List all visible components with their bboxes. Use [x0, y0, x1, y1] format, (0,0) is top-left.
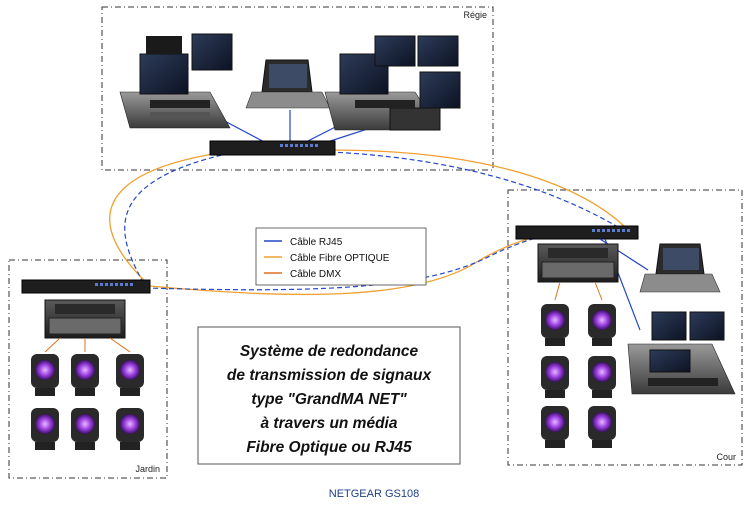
jardin-fixtures — [31, 354, 144, 450]
title-box: Système de redondance de transmission de… — [197, 326, 461, 465]
switch-model-caption: NETGEAR GS108 — [329, 488, 419, 500]
fiber-cable-regie-cour — [329, 149, 631, 233]
title-line-3: type "GrandMA NET" — [251, 391, 407, 408]
network-node-rack-icon — [44, 299, 126, 339]
network-node-rack-icon — [537, 243, 619, 283]
title-line-5: Fibre Optique ou RJ45 — [246, 439, 412, 456]
zone-cour: Cour — [507, 189, 743, 466]
network-switch-icon — [21, 279, 151, 294]
lighting-console-icon — [627, 311, 736, 395]
moving-head-fixture-icon — [541, 406, 569, 448]
zone-jardin-label: Jardin — [135, 464, 160, 474]
legend-item-fiber: Câble Fibre OPTIQUE — [264, 253, 390, 264]
moving-head-fixture-icon — [541, 304, 569, 346]
moving-head-fixture-icon — [116, 354, 144, 396]
legend-label-dmx: Câble DMX — [290, 269, 341, 280]
legend: Câble RJ45 Câble Fibre OPTIQUE Câble DMX — [255, 227, 427, 286]
rj45-cable-regie-jardin — [124, 149, 246, 287]
jardin-dmx-cables — [44, 337, 131, 353]
network-switch-icon — [209, 140, 336, 156]
cour-fixtures — [541, 304, 616, 448]
moving-head-fixture-icon — [71, 408, 99, 450]
fiber-cable-regie-jardin — [109, 149, 241, 287]
title-line-4: à travers un média — [261, 415, 398, 432]
moving-head-fixture-icon — [116, 408, 144, 450]
lighting-console-icon — [119, 33, 233, 129]
legend-item-rj45: Câble RJ45 — [264, 237, 343, 248]
zone-regie-label: Régie — [463, 10, 487, 20]
zone-regie: Régie — [101, 6, 494, 171]
moving-head-fixture-icon — [71, 354, 99, 396]
zone-cour-label: Cour — [716, 452, 736, 462]
lighting-console-icon — [324, 35, 461, 131]
laptop-icon — [639, 243, 721, 293]
legend-item-dmx: Câble DMX — [264, 269, 341, 280]
moving-head-fixture-icon — [588, 406, 616, 448]
moving-head-fixture-icon — [31, 408, 59, 450]
moving-head-fixture-icon — [588, 304, 616, 346]
laptop-icon — [245, 59, 331, 109]
moving-head-fixture-icon — [541, 356, 569, 398]
moving-head-fixture-icon — [588, 356, 616, 398]
moving-head-fixture-icon — [31, 354, 59, 396]
network-switch-icon — [515, 225, 639, 240]
title-line-2: de transmission de signaux — [227, 367, 433, 384]
title-line-1: Système de redondance — [240, 343, 419, 360]
legend-label-fiber: Câble Fibre OPTIQUE — [290, 253, 390, 264]
zone-jardin: Jardin — [8, 259, 168, 479]
legend-label-rj45: Câble RJ45 — [290, 237, 343, 248]
cour-dmx-cables — [554, 281, 603, 301]
rj45-cable-regie-cour — [329, 151, 631, 235]
